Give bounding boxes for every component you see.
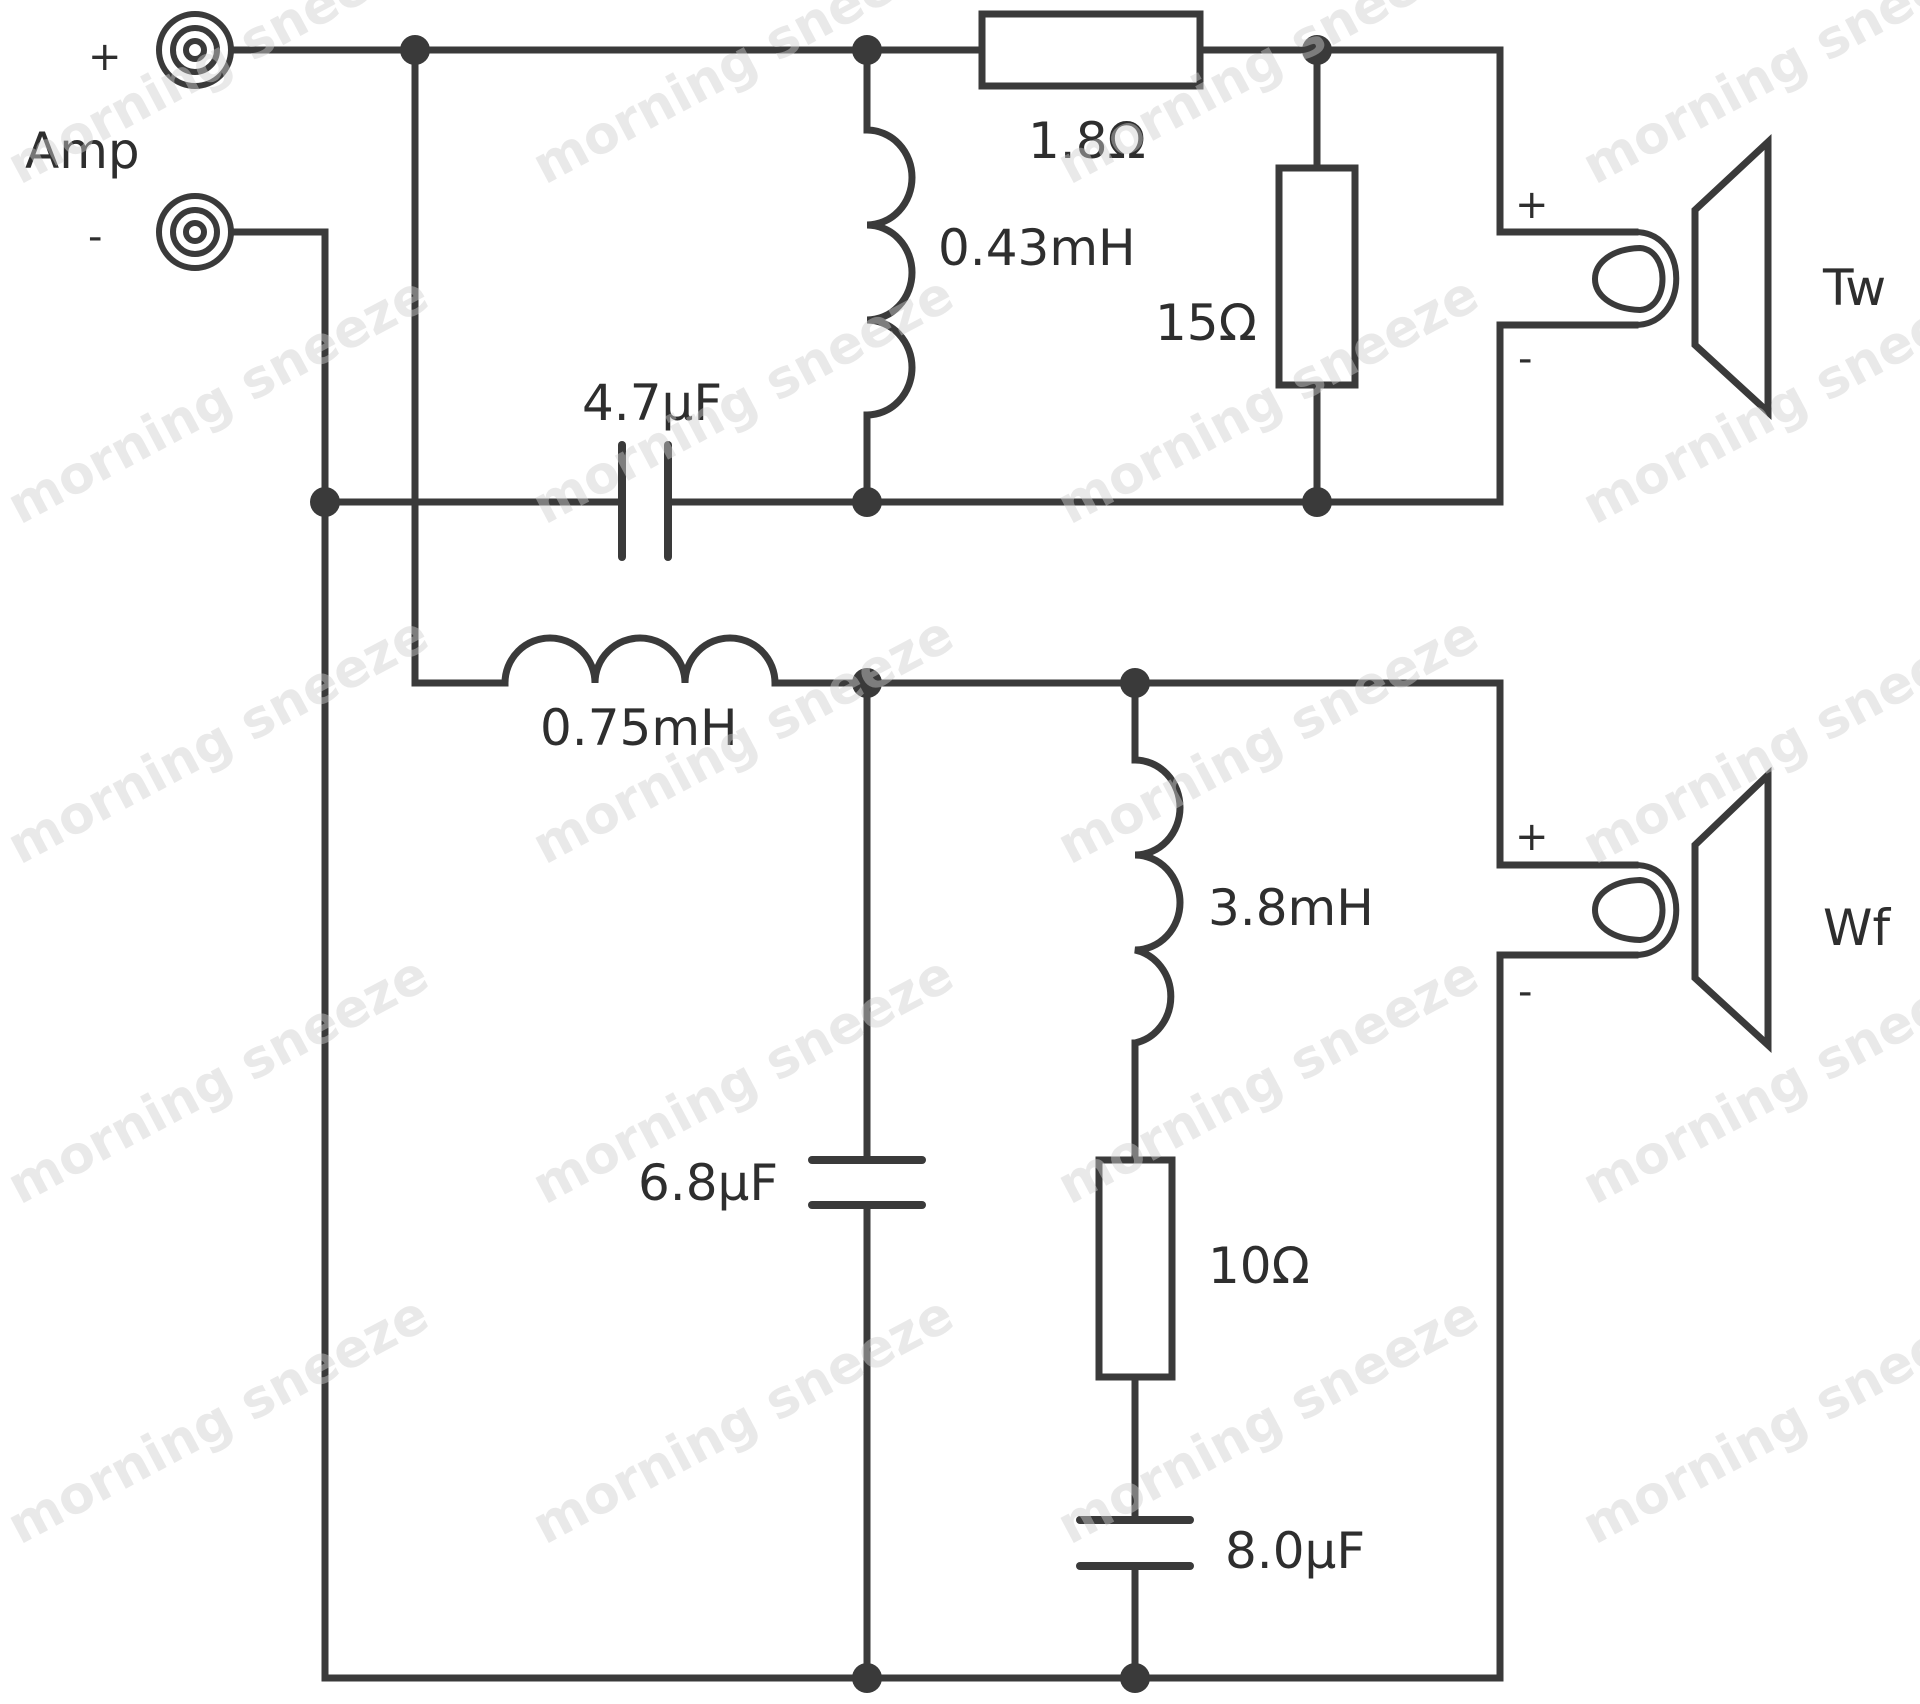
node: [1302, 35, 1332, 65]
label-15-ohm: 15Ω: [1155, 294, 1257, 352]
wire-plus-down: [411, 46, 509, 687]
tweeter-minus-label: -: [1518, 336, 1532, 382]
label-0-43mh: 0.43mH: [938, 219, 1136, 277]
watermark: morning sneeze: [1048, 264, 1488, 536]
resistor-10-ohm: [1095, 1156, 1176, 1381]
node: [1302, 487, 1332, 517]
label-0-75mh: 0.75mH: [540, 699, 738, 757]
node: [1120, 1663, 1150, 1693]
amp-minus-jack: [156, 193, 234, 271]
label-4-7uf: 4.7μF: [582, 374, 722, 432]
watermark: morning sneeze: [0, 264, 438, 536]
label-3-8mh: 3.8mH: [1208, 879, 1374, 937]
watermark: morning sneeze: [0, 604, 438, 876]
node: [852, 35, 882, 65]
wire-woofer-bottom: [321, 951, 1639, 1682]
watermark: morning sneeze: [523, 1284, 963, 1556]
tweeter-label: Tw: [1822, 259, 1886, 317]
watermark: morning sneeze: [1573, 1284, 1920, 1556]
wire-r1-to-tweeter: [1196, 46, 1639, 236]
amp-minus-label: -: [88, 214, 102, 260]
watermark: morning sneeze: [0, 1284, 438, 1556]
label-6-8uf: 6.8μF: [638, 1154, 778, 1212]
inductor-0-43mh: [863, 126, 916, 419]
woofer-minus-label: -: [1518, 969, 1532, 1015]
watermark: morning sneeze: [0, 0, 438, 196]
amp-plus-label: +: [88, 34, 122, 80]
woofer-label: Wf: [1823, 899, 1891, 957]
label-1-8-ohm: 1.8Ω: [1028, 112, 1146, 170]
watermark: morning sneeze: [0, 944, 438, 1216]
woofer-speaker-icon: [1592, 766, 1772, 1053]
node: [400, 35, 430, 65]
label-10-ohm: 10Ω: [1208, 1237, 1310, 1295]
woofer-plus-label: +: [1515, 814, 1549, 860]
node: [852, 668, 882, 698]
watermark: morning sneeze: [1048, 604, 1488, 876]
node: [852, 487, 882, 517]
wire-tweeter-bottom-2: [668, 321, 1639, 506]
watermark: morning sneeze: [1048, 944, 1488, 1216]
resistor-1-8-ohm: [978, 10, 1204, 90]
junction-nodes: [310, 35, 1332, 1693]
resistor-15-ohm: [1275, 164, 1359, 389]
node: [1120, 668, 1150, 698]
wires: [231, 46, 1639, 1682]
label-8-0uf: 8.0μF: [1225, 1522, 1365, 1580]
inductor-3-8mh: [1131, 756, 1184, 1047]
watermark: morning sneeze: [523, 0, 963, 196]
inductor-0-75mh: [501, 634, 779, 687]
node: [310, 487, 340, 517]
amp-label: Amp: [25, 122, 140, 180]
amp-plus-jack: [156, 11, 234, 89]
node: [852, 1663, 882, 1693]
wire-amp-minus: [231, 228, 329, 1682]
tweeter-speaker-icon: [1592, 133, 1772, 420]
tweeter-plus-label: +: [1515, 182, 1549, 228]
